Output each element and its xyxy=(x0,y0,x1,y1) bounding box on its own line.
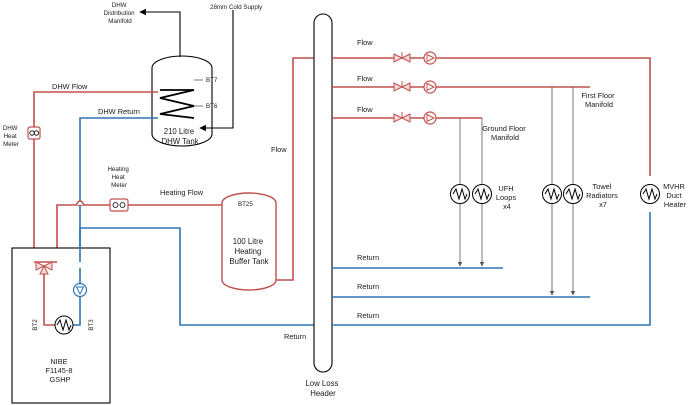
return-label-3: Return xyxy=(357,311,379,320)
heat-emitter-icon xyxy=(542,184,562,204)
ground-floor-manifold-label: Ground Floor Manifold xyxy=(482,124,528,142)
dhw-flow-pipe xyxy=(33,91,158,262)
mvhr-label: MVHR Duct Heater xyxy=(663,182,687,209)
flow-vertical-label: Flow xyxy=(271,145,287,154)
flow-label-1: Flow xyxy=(357,38,373,47)
gshp-internal-flow xyxy=(43,268,58,326)
gshp-return-pipe xyxy=(79,227,322,326)
sensor-bt7-label: BT7 xyxy=(206,77,218,84)
diverter-valve-icon xyxy=(35,261,53,275)
sensor-bt2-label: BT2 xyxy=(32,319,39,331)
cold-supply-label: 28mm Cold Supply xyxy=(210,4,263,11)
circulation-pump-icon xyxy=(423,111,437,125)
heat-emitter-icon xyxy=(563,184,583,204)
dhw-tank xyxy=(151,55,213,147)
flow-label-2: Flow xyxy=(357,74,373,83)
dhw-return-pipe xyxy=(79,117,158,262)
heating-flow-pipe xyxy=(56,204,245,262)
return-pipe-3 xyxy=(332,212,651,326)
circulation-pump-icon xyxy=(423,80,437,94)
low-loss-header-label: Low Loss Header xyxy=(305,379,340,398)
low-loss-header xyxy=(313,13,333,373)
dhw-return-label: DHW Return xyxy=(98,107,140,116)
sensor-bt6-label: BT6 xyxy=(206,103,218,110)
circulation-pump-icon xyxy=(72,282,88,298)
cold-supply-pipe xyxy=(199,10,234,132)
dhw-tank-label: 210 Litre DHW Tank xyxy=(161,127,198,146)
heat-meter-icon xyxy=(109,198,129,212)
circulation-pump-icon xyxy=(423,51,437,65)
flow-pipe-1 xyxy=(332,57,651,176)
motorised-valve-icon xyxy=(393,52,411,63)
heat-emitter-icon xyxy=(450,184,470,204)
heat-emitter-icon xyxy=(472,184,492,204)
sensor-bt25-label: BT25 xyxy=(238,201,253,208)
return-label-1: Return xyxy=(357,253,379,262)
gshp-label: NIBE F1145-8 GSHP xyxy=(45,357,74,384)
motorised-valve-icon xyxy=(393,112,411,123)
heat-emitter-icon xyxy=(640,184,660,204)
heating-flow-label: Heating Flow xyxy=(160,188,204,197)
return-label-2: Return xyxy=(357,282,379,291)
dhw-distribution-pipe xyxy=(139,8,181,57)
dhw-flow-label: DHW Flow xyxy=(52,82,88,91)
pipe-crossover xyxy=(75,200,85,206)
first-floor-manifold-label: First Floor Manifold xyxy=(581,91,616,109)
towel-radiators-label: Towel Radiators x7 xyxy=(586,182,620,209)
dhw-heat-meter-label: DHW Heat Meter xyxy=(3,125,20,148)
buffer-tank-label: 100 Litre Heating Buffer Tank xyxy=(229,237,268,266)
buffer-flow-pipe xyxy=(276,57,322,281)
heating-heat-meter-label: Heating Heat Meter xyxy=(107,166,130,189)
heat-exchanger-icon xyxy=(54,315,74,335)
ufh-loops-label: UFH Loops x4 xyxy=(496,184,518,211)
return-main-label: Return xyxy=(284,332,306,341)
heat-meter-icon xyxy=(27,126,41,140)
motorised-valve-icon xyxy=(393,81,411,92)
dhw-distribution-label: DHW Distribution Manifold xyxy=(104,2,137,25)
tank-coil-icon xyxy=(159,89,195,119)
sensor-bt3-label: BT3 xyxy=(88,319,95,331)
flow-label-3: Flow xyxy=(357,105,373,114)
